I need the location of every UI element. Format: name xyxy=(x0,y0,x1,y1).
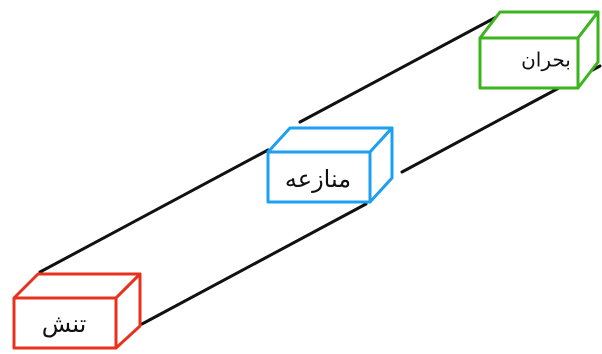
lower-rail-lower-segment xyxy=(140,202,368,326)
tension-box-front-face xyxy=(12,296,118,350)
crisis-box: بحران xyxy=(478,10,600,90)
conflict-box-front-face xyxy=(266,150,372,204)
conflict-box: منازعه xyxy=(266,126,394,204)
upper-rail-upper-segment xyxy=(298,12,504,124)
conflict-label: منازعه xyxy=(285,165,351,193)
crisis-box-front-face xyxy=(478,36,580,90)
crisis-label: بحران xyxy=(521,48,571,72)
upper-rail-lower-segment xyxy=(38,148,270,274)
tension-label: تنش xyxy=(42,310,87,338)
tension-box: تنش xyxy=(12,272,142,350)
